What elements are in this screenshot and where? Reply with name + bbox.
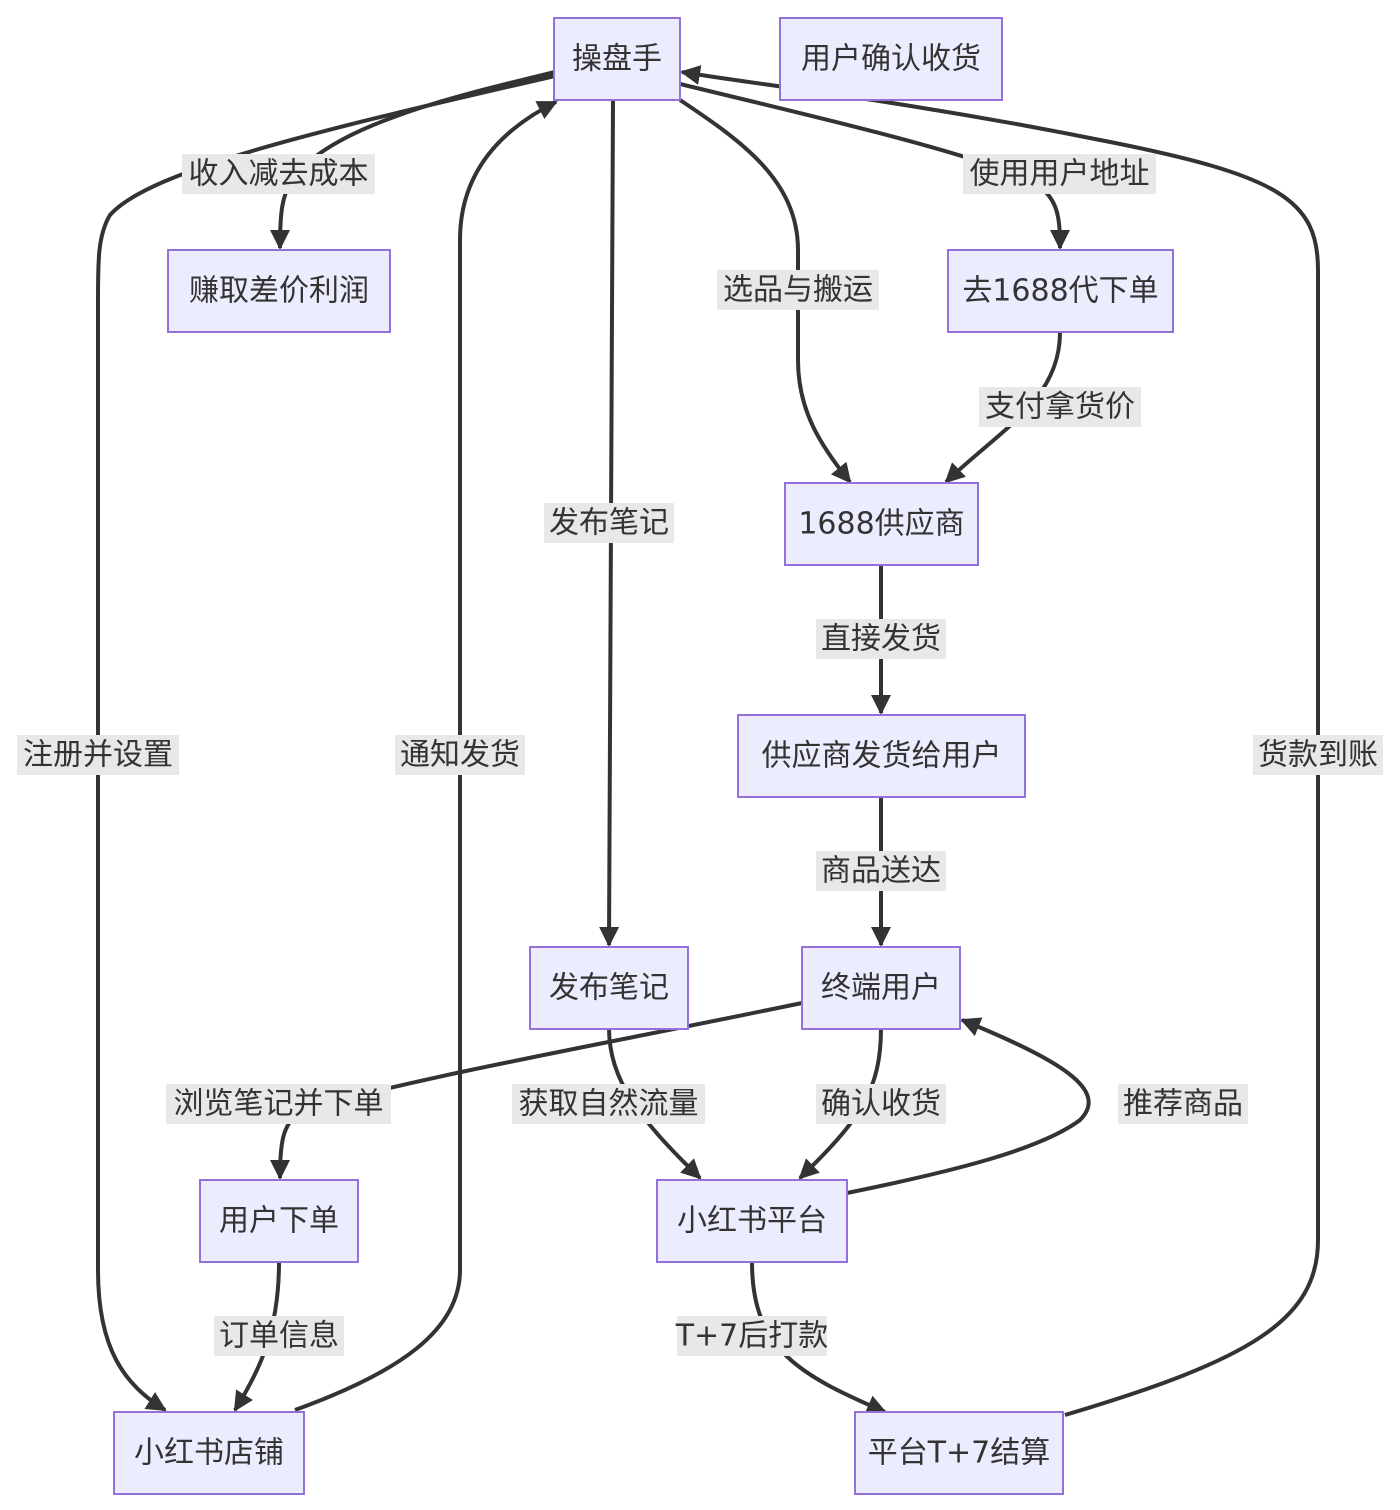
svg-text:操盘手: 操盘手: [572, 42, 662, 77]
edge-store-to-operator: [294, 100, 558, 1412]
edge-label-publish-note: 发布笔记: [544, 503, 674, 543]
edge-label-t7-payout: T+7后打款: [675, 1316, 829, 1356]
edge-label-browse-and-order: 浏览笔记并下单: [166, 1084, 391, 1124]
svg-text:T+7后打款: T+7后打款: [675, 1319, 829, 1354]
nodes: 操盘手 用户确认收货 赚取差价利润 去1688代下单 1688供应商 供应商发货…: [113, 17, 1174, 1495]
edge-operator-to-profit: [270, 70, 556, 250]
edge-label-natural-traffic: 获取自然流量: [512, 1084, 705, 1124]
svg-text:支付拿货价: 支付拿货价: [985, 390, 1135, 425]
node-user-confirm: 用户确认收货: [779, 17, 1003, 101]
svg-text:1688供应商: 1688供应商: [798, 507, 964, 542]
svg-text:供应商发货给用户: 供应商发货给用户: [762, 739, 1002, 774]
svg-text:收入减去成本: 收入减去成本: [189, 157, 369, 192]
node-supplier: 1688供应商: [784, 482, 979, 566]
svg-text:用户确认收货: 用户确认收货: [801, 42, 981, 77]
edge-label-register-setup: 注册并设置: [17, 735, 179, 775]
node-publish-note: 发布笔记: [529, 946, 689, 1030]
svg-text:小红书平台: 小红书平台: [677, 1204, 827, 1239]
edge-label-notify-ship: 通知发货: [395, 735, 525, 775]
edge-label-payment-arrived: 货款到账: [1253, 735, 1383, 775]
svg-text:去1688代下单: 去1688代下单: [962, 274, 1158, 309]
node-store: 小红书店铺: [113, 1411, 305, 1495]
svg-text:发布笔记: 发布笔记: [549, 971, 669, 1006]
svg-text:通知发货: 通知发货: [400, 738, 520, 773]
svg-text:订单信息: 订单信息: [219, 1319, 339, 1354]
edge-label-order-info: 订单信息: [214, 1316, 344, 1356]
node-supplier-ship: 供应商发货给用户: [737, 714, 1026, 798]
edge-label-income-minus-cost: 收入减去成本: [182, 154, 375, 194]
node-operator: 操盘手: [553, 17, 681, 101]
svg-text:货款到账: 货款到账: [1258, 738, 1378, 773]
node-profit: 赚取差价利润: [167, 249, 391, 333]
edge-label-goods-delivered: 商品送达: [816, 851, 946, 891]
node-order-1688: 去1688代下单: [947, 249, 1174, 333]
svg-text:商品送达: 商品送达: [821, 854, 941, 889]
node-end-user: 终端用户: [801, 946, 961, 1030]
node-platform: 小红书平台: [656, 1179, 848, 1263]
svg-text:终端用户: 终端用户: [821, 971, 941, 1006]
svg-text:发布笔记: 发布笔记: [549, 506, 669, 541]
node-settlement: 平台T+7结算: [854, 1411, 1064, 1495]
edge-labels: 收入减去成本 使用用户地址 选品与搬运 支付拿货价 发布笔记 直接发货 注册并设…: [17, 154, 1383, 1356]
svg-text:获取自然流量: 获取自然流量: [519, 1087, 699, 1122]
edge-label-use-user-address: 使用用户地址: [963, 154, 1156, 194]
svg-text:用户下单: 用户下单: [219, 1204, 339, 1239]
node-user-order: 用户下单: [199, 1179, 359, 1263]
edge-operator-to-supplier: [678, 98, 852, 484]
svg-text:浏览笔记并下单: 浏览笔记并下单: [174, 1087, 384, 1122]
svg-text:赚取差价利润: 赚取差价利润: [189, 274, 369, 309]
edge-operator-to-store: [96, 74, 556, 1412]
edge-platform-to-settlement: [750, 1261, 887, 1414]
edge-platform-to-enduser: [846, 1017, 1091, 1195]
svg-text:选品与搬运: 选品与搬运: [723, 273, 873, 308]
svg-text:确认收货: 确认收货: [821, 1087, 941, 1122]
edge-label-select-and-move: 选品与搬运: [717, 270, 879, 310]
svg-text:注册并设置: 注册并设置: [23, 738, 173, 773]
svg-text:使用用户地址: 使用用户地址: [970, 157, 1150, 192]
edge-label-direct-ship: 直接发货: [816, 619, 946, 659]
edge-label-pay-goods-price: 支付拿货价: [979, 387, 1141, 427]
svg-text:平台T+7结算: 平台T+7结算: [868, 1436, 1051, 1471]
edge-label-confirm-receipt: 确认收货: [816, 1084, 946, 1124]
svg-text:推荐商品: 推荐商品: [1123, 1087, 1243, 1122]
edge-label-recommend-goods: 推荐商品: [1118, 1084, 1248, 1124]
svg-text:小红书店铺: 小红书店铺: [134, 1436, 284, 1471]
svg-text:直接发货: 直接发货: [821, 622, 941, 657]
